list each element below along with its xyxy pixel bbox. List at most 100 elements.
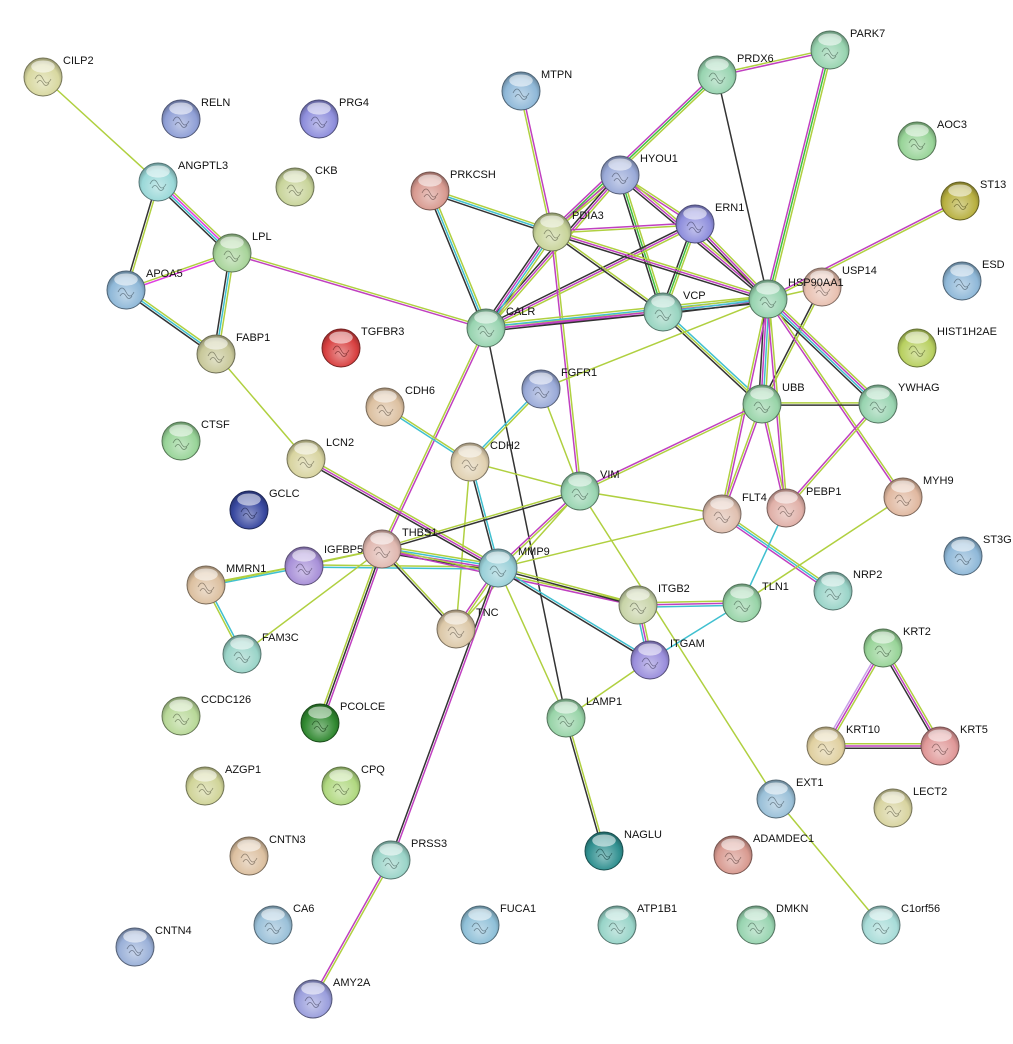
node-st13[interactable]: ST13 — [940, 179, 1006, 221]
edge-evidence-line — [519, 90, 552, 233]
node-cdh6[interactable]: CDH6 — [365, 385, 435, 427]
node-itgam[interactable]: ITGAM — [630, 638, 705, 680]
node-gclc[interactable]: GCLC — [229, 488, 300, 530]
node-ubb[interactable]: UBB — [742, 382, 805, 424]
node-label: CDH2 — [490, 440, 520, 452]
node-label: PRG4 — [339, 97, 369, 109]
node-usp14[interactable]: USP14 — [802, 265, 877, 307]
node-lpl[interactable]: LPL — [212, 231, 272, 273]
node-highlight — [756, 282, 780, 295]
node-itgb2[interactable]: ITGB2 — [618, 583, 690, 625]
node-mmp9[interactable]: MMP9 — [478, 546, 550, 588]
node-pebp1[interactable]: PEBP1 — [766, 486, 841, 528]
node-ywhag[interactable]: YWHAG — [858, 382, 940, 424]
node-cilp2[interactable]: CILP2 — [23, 55, 94, 97]
node-st3gal[interactable]: ST3G — [943, 534, 1012, 576]
node-ca6[interactable]: CA6 — [253, 903, 314, 945]
node-tnc[interactable]: TNC — [436, 607, 499, 649]
node-nrp2[interactable]: NRP2 — [813, 569, 882, 611]
edge-evidence-line — [304, 460, 498, 571]
node-pcolce[interactable]: PCOLCE — [300, 701, 385, 743]
node-aoc3[interactable]: AOC3 — [897, 119, 967, 161]
node-cntn3[interactable]: CNTN3 — [229, 834, 306, 876]
node-label: PDIA3 — [572, 210, 604, 222]
node-label: LAMP1 — [586, 696, 622, 708]
node-cdh2[interactable]: CDH2 — [450, 440, 520, 482]
node-naglu[interactable]: NAGLU — [584, 829, 662, 871]
edge-YWHAG-PEBP1 — [784, 402, 880, 510]
node-prss3[interactable]: PRSS3 — [371, 838, 447, 880]
node-krt5[interactable]: KRT5 — [920, 724, 988, 766]
node-pdia3[interactable]: PDIA3 — [532, 210, 604, 252]
node-lect2[interactable]: LECT2 — [873, 786, 947, 828]
node-lcn2[interactable]: LCN2 — [286, 437, 354, 479]
node-tgfbr3[interactable]: TGFBR3 — [321, 326, 404, 368]
node-fuca1[interactable]: FUCA1 — [460, 903, 536, 945]
node-park7[interactable]: PARK7 — [810, 28, 885, 70]
node-highlight — [114, 273, 138, 286]
node-prg4[interactable]: PRG4 — [299, 97, 369, 139]
node-apoa5[interactable]: APOA5 — [106, 268, 183, 310]
protein-structure-icon — [824, 588, 842, 600]
node-highlight — [529, 372, 553, 385]
node-ckb[interactable]: CKB — [275, 165, 338, 207]
node-prdx6[interactable]: PRDX6 — [697, 53, 774, 95]
edge-MYH9-TLN1 — [741, 496, 904, 604]
node-cntn4[interactable]: CNTN4 — [115, 925, 192, 967]
node-krt2[interactable]: KRT2 — [863, 626, 931, 668]
node-c1orf56[interactable]: C1orf56 — [861, 903, 940, 945]
node-flt4[interactable]: FLT4 — [702, 492, 767, 534]
protein-structure-icon — [708, 72, 726, 84]
node-highlight — [31, 60, 55, 73]
node-fabp1[interactable]: FABP1 — [196, 332, 270, 374]
node-highlight — [329, 331, 353, 344]
node-hyou1[interactable]: HYOU1 — [600, 153, 678, 195]
node-highlight — [444, 612, 468, 625]
node-label: MTPN — [541, 69, 572, 81]
node-thbs1[interactable]: THBS1 — [362, 527, 437, 569]
node-dmkn[interactable]: DMKN — [736, 903, 808, 945]
node-calr[interactable]: CALR — [466, 306, 535, 348]
node-azgp1[interactable]: AZGP1 — [185, 764, 261, 806]
edge-evidence-line — [485, 327, 567, 719]
node-vim[interactable]: VIM — [560, 469, 620, 511]
edge-evidence-line — [381, 491, 582, 551]
node-highlight — [905, 331, 929, 344]
node-fam3c[interactable]: FAM3C — [222, 632, 299, 674]
node-hist1h2ae[interactable]: HIST1H2AE — [897, 326, 997, 368]
edge-evidence-line — [551, 229, 770, 298]
node-esd[interactable]: ESD — [942, 259, 1005, 301]
protein-structure-icon — [373, 546, 391, 558]
node-reln[interactable]: RELN — [161, 97, 230, 139]
node-vcp[interactable]: VCP — [643, 290, 706, 332]
node-label: TGFBR3 — [361, 326, 404, 338]
node-highlight — [592, 834, 616, 847]
node-amy2a[interactable]: AMY2A — [293, 977, 371, 1019]
node-hsp90aa1[interactable]: HSP90AA1 — [748, 277, 844, 319]
edge-THBS1-FAM3C — [241, 548, 383, 655]
node-lamp1[interactable]: LAMP1 — [546, 696, 622, 738]
node-myh9[interactable]: MYH9 — [883, 475, 954, 517]
node-angptl3[interactable]: ANGPTL3 — [138, 160, 228, 202]
node-mtpn[interactable]: MTPN — [501, 69, 572, 111]
node-ctsf[interactable]: CTSF — [161, 419, 230, 461]
node-ext1[interactable]: EXT1 — [756, 777, 824, 819]
protein-structure-icon — [884, 805, 902, 817]
node-tln1[interactable]: TLN1 — [722, 581, 789, 623]
node-prkcsh[interactable]: PRKCSH — [410, 169, 496, 211]
node-fgfr1[interactable]: FGFR1 — [521, 367, 597, 409]
node-ccdc126[interactable]: CCDC126 — [161, 694, 251, 736]
node-label: PARK7 — [850, 28, 885, 40]
node-igfbp5[interactable]: IGFBP5 — [284, 544, 363, 586]
node-ern1[interactable]: ERN1 — [675, 202, 744, 244]
node-adamdec1[interactable]: ADAMDEC1 — [713, 833, 814, 875]
edge-evidence-line — [381, 547, 499, 568]
node-mmrn1[interactable]: MMRN1 — [186, 563, 266, 605]
node-atp1b1[interactable]: ATP1B1 — [597, 903, 677, 945]
protein-structure-icon — [874, 645, 892, 657]
edge-CILP2-ANGPTL3 — [42, 76, 159, 183]
node-krt10[interactable]: KRT10 — [806, 724, 880, 766]
node-cpq[interactable]: CPQ — [321, 764, 385, 806]
edge-FLT4-MMP9 — [497, 513, 723, 569]
